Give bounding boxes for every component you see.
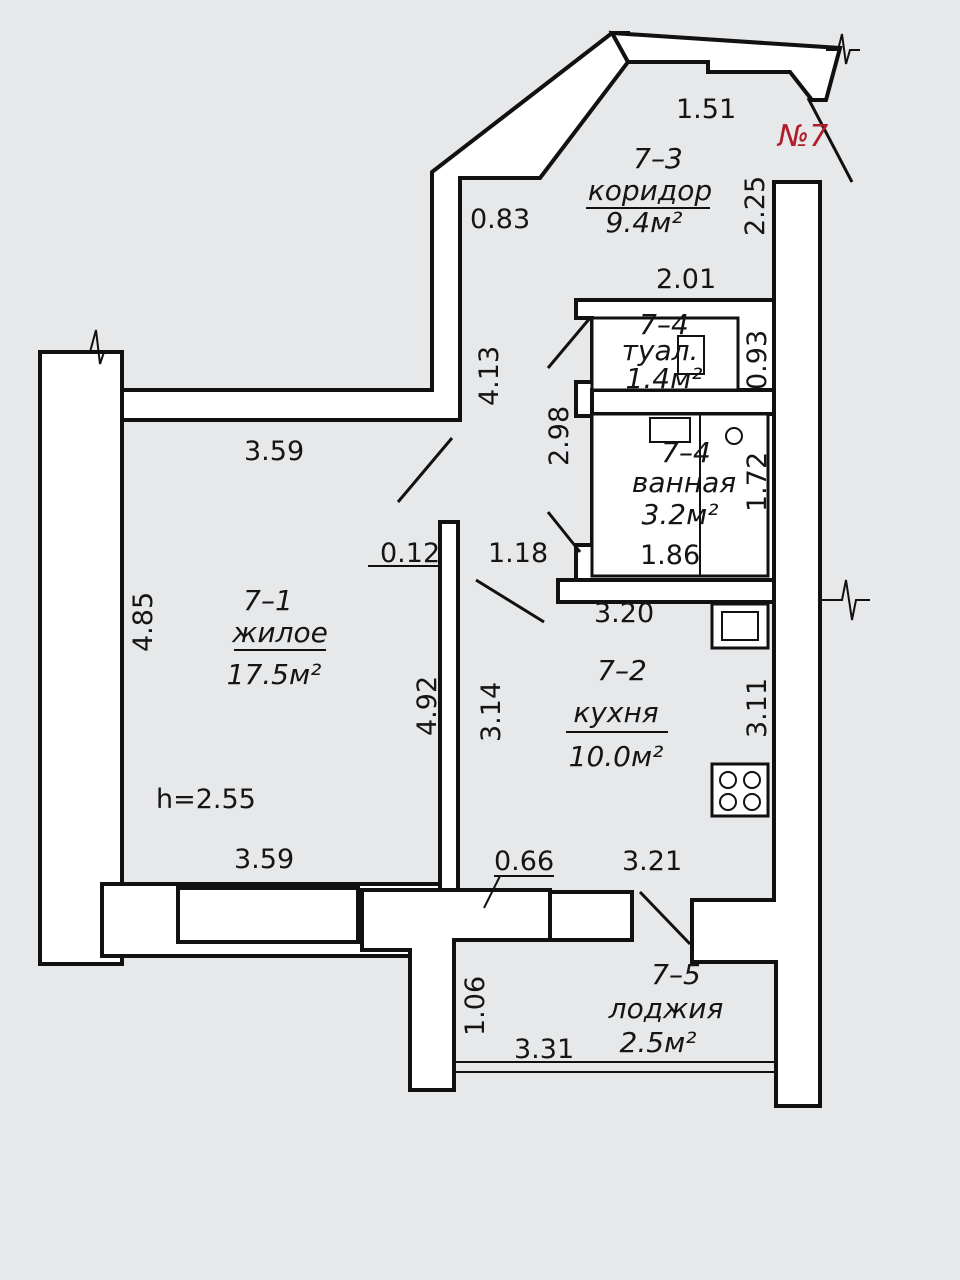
dim-label: 0.83 bbox=[470, 204, 530, 235]
dim-label: 2.98 bbox=[544, 406, 575, 466]
dim-label: 2.25 bbox=[740, 176, 771, 236]
dim-label: 3.59 bbox=[234, 844, 294, 875]
living-kitchen-partition bbox=[438, 520, 460, 892]
room-number-bathroom: 7–4 bbox=[661, 436, 711, 469]
toilet-door-swing bbox=[546, 317, 592, 369]
dim-label: 1.06 bbox=[460, 976, 491, 1036]
corridor-top-wall bbox=[608, 30, 843, 102]
walls bbox=[38, 30, 843, 1108]
room-area-corridor: 9.4м² bbox=[606, 206, 683, 239]
fixtures bbox=[649, 335, 770, 818]
room-number-kitchen: 7–2 bbox=[597, 654, 647, 687]
stove-burner bbox=[743, 771, 761, 789]
dimension-labels: 1.51 0.83 2.25 2.01 4.13 0.93 2.98 1.72 … bbox=[128, 94, 773, 1065]
room-name-living: жилое bbox=[231, 616, 328, 649]
room-number-loggia: 7–5 bbox=[651, 958, 701, 991]
sink-inner bbox=[721, 611, 759, 641]
toilet-room bbox=[590, 316, 740, 392]
room-number-living: 7–1 bbox=[243, 584, 293, 617]
kitchen-window-frame bbox=[548, 890, 634, 942]
loggia-door-swing bbox=[638, 890, 692, 946]
dim-label: 4.85 bbox=[128, 592, 159, 652]
bath-drain bbox=[725, 427, 743, 445]
dim-label: 3.20 bbox=[594, 598, 654, 629]
stove-burner bbox=[743, 793, 761, 811]
room-name-corridor: коридор bbox=[588, 174, 712, 207]
dim-label: 1.18 bbox=[488, 538, 548, 569]
window-pier-leader bbox=[483, 875, 501, 909]
room-number-toilet: 7–4 bbox=[639, 308, 689, 341]
entrance-door-swing bbox=[806, 97, 854, 183]
dim-label: 0.66 bbox=[494, 846, 554, 877]
room-name-loggia: лоджия bbox=[608, 992, 724, 1025]
dim-label: 3.31 bbox=[514, 1034, 574, 1065]
door-swings bbox=[62, 33, 870, 1073]
dim-label: 3.21 bbox=[622, 846, 682, 877]
break-mark-top bbox=[826, 33, 860, 65]
room-name-toilet: туал. bbox=[622, 334, 699, 367]
room-area-loggia: 2.5м² bbox=[620, 1026, 697, 1059]
room-number-corridor: 7–3 bbox=[633, 142, 683, 175]
sink bbox=[710, 602, 770, 650]
dim-label: 3.14 bbox=[476, 682, 507, 742]
room-area-living: 17.5м² bbox=[227, 658, 322, 691]
break-mark-left bbox=[62, 329, 122, 365]
dim-label: 1.51 bbox=[676, 94, 736, 125]
dim-label: 0.12 bbox=[380, 538, 440, 569]
room-labels: 7–1 жилое 17.5м² 7–2 кухня 10.0м² 7–3 ко… bbox=[156, 119, 828, 1059]
room-area-kitchen: 10.0м² bbox=[569, 740, 664, 773]
bath-door-swing bbox=[546, 511, 582, 553]
apartment-mark: №7 bbox=[776, 119, 828, 154]
room-name-bathroom: ванная bbox=[632, 466, 736, 499]
room-area-bathroom: 3.2м² bbox=[642, 498, 719, 531]
room-area-toilet: 1.4м² bbox=[626, 362, 703, 395]
kitchen-north-partition bbox=[556, 578, 776, 604]
dim-label: 4.92 bbox=[412, 676, 443, 736]
dim-label: 1.86 bbox=[640, 540, 700, 571]
dim-label: 1.72 bbox=[742, 452, 773, 512]
room-name-kitchen: кухня bbox=[573, 696, 658, 729]
break-mark-right bbox=[820, 579, 870, 621]
right-outer-wall bbox=[690, 180, 822, 1108]
dim-label: 3.59 bbox=[244, 436, 304, 467]
kitchen-door-swing bbox=[475, 578, 545, 624]
stove bbox=[710, 762, 770, 818]
window-frame-living bbox=[176, 886, 360, 944]
washbasin bbox=[649, 417, 691, 443]
dim-label: 2.01 bbox=[656, 264, 716, 295]
stove-burner bbox=[719, 793, 737, 811]
toilet-bowl bbox=[677, 335, 705, 375]
dim-label: 0.93 bbox=[742, 330, 773, 390]
ceiling-height: h=2.55 bbox=[156, 784, 256, 815]
stove-burner bbox=[719, 771, 737, 789]
living-door-swing bbox=[396, 437, 454, 503]
dim-label: 3.11 bbox=[742, 678, 773, 738]
living-left-wall bbox=[38, 350, 124, 966]
dim-label: 4.13 bbox=[474, 346, 505, 406]
